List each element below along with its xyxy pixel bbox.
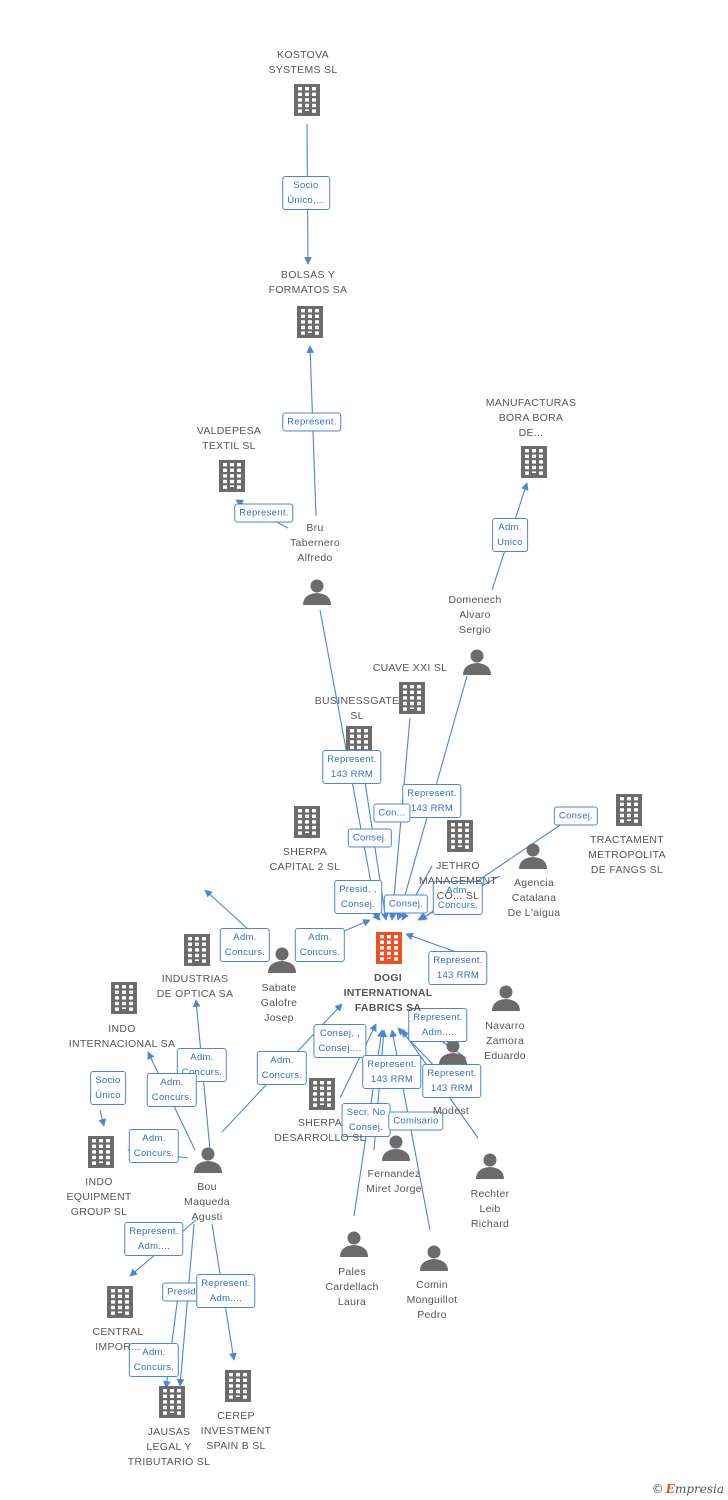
company-icon[interactable] bbox=[219, 460, 245, 492]
node-label-fernandez[interactable]: Fernandez Miret Jorge bbox=[366, 1168, 422, 1195]
company-icon[interactable] bbox=[399, 682, 425, 714]
company-icon[interactable] bbox=[447, 820, 473, 852]
edge-label[interactable]: Represent. Adm.... bbox=[408, 1008, 468, 1042]
edge-label[interactable]: Represent. Adm.... bbox=[124, 1222, 184, 1256]
person-icon[interactable] bbox=[382, 1135, 410, 1162]
edge-label[interactable]: Represent. 143 RRM bbox=[402, 784, 462, 818]
empresia-brand[interactable]: ©Empresia bbox=[652, 1482, 724, 1496]
person-icon[interactable] bbox=[463, 649, 491, 676]
company-icon[interactable] bbox=[521, 446, 547, 478]
company-icon[interactable] bbox=[297, 306, 323, 338]
node-label-modest[interactable]: Modest bbox=[432, 1105, 470, 1117]
edge-label[interactable]: Represent. 143 RRM bbox=[422, 1064, 482, 1098]
node-label-central[interactable]: CENTRAL IMPOR... bbox=[92, 1326, 144, 1353]
company-icon[interactable] bbox=[616, 794, 642, 826]
edge-label[interactable]: Represent. 143 RRM bbox=[428, 951, 488, 985]
node-label-comin[interactable]: Comin Monguillot Pedro bbox=[406, 1279, 458, 1321]
company-icon[interactable] bbox=[294, 806, 320, 838]
node-label-jethro[interactable]: JETHRO MANAGEMENT CO... SL bbox=[418, 860, 498, 902]
node-label-agencia[interactable]: Agencia Catalana De L'aigua bbox=[507, 877, 561, 919]
person-icon[interactable] bbox=[492, 985, 520, 1012]
company-icon[interactable] bbox=[88, 1136, 114, 1168]
edge-label[interactable]: Adm. Concurs. bbox=[219, 928, 271, 962]
copyright-symbol: © bbox=[651, 1482, 664, 1496]
node-label-jausas[interactable]: JAUSAS LEGAL Y TRIBUTARIO SL bbox=[127, 1426, 211, 1468]
node-label-bou[interactable]: Bou Maqueda Agusti bbox=[184, 1181, 230, 1223]
edge-label[interactable]: Represent. Adm.... bbox=[196, 1274, 256, 1308]
focus-company-icon[interactable] bbox=[376, 932, 402, 964]
node-label-valdepesa[interactable]: VALDEPESA TEXTIL SL bbox=[196, 425, 262, 452]
company-icon[interactable] bbox=[184, 934, 210, 966]
person-icon[interactable] bbox=[268, 947, 296, 974]
edge-bou-to-jausas bbox=[176, 1223, 195, 1387]
edge-label[interactable]: Consej. bbox=[553, 806, 599, 826]
node-label-bru[interactable]: Bru Tabernero Alfredo bbox=[290, 522, 340, 564]
person-icon[interactable] bbox=[519, 843, 547, 870]
nodes-layer bbox=[88, 84, 642, 1418]
node-label-tractament[interactable]: TRACTAMENT METROPOLITA DE FANGS SL bbox=[588, 834, 666, 876]
edge-label[interactable]: Represent. bbox=[234, 503, 294, 523]
company-icon[interactable] bbox=[159, 1386, 185, 1418]
edge-label[interactable]: Socio Único bbox=[90, 1071, 126, 1105]
company-icon[interactable] bbox=[111, 982, 137, 1014]
node-label-dogi[interactable]: DOGI INTERNATIONAL FABRICS SA bbox=[343, 972, 433, 1014]
edge-label[interactable]: Consej. , Consej.... bbox=[313, 1024, 367, 1058]
person-icon[interactable] bbox=[420, 1245, 448, 1272]
edge-label[interactable]: Secr. No Consej. bbox=[341, 1103, 391, 1137]
edge-label[interactable]: Comisario bbox=[388, 1111, 444, 1131]
edge-label[interactable]: Adm. Concurs. bbox=[128, 1343, 180, 1377]
node-label-pales[interactable]: Pales Cardellach Laura bbox=[325, 1266, 379, 1308]
company-icon[interactable] bbox=[294, 84, 320, 116]
edge-label[interactable]: Adm. Concurs. bbox=[256, 1051, 308, 1085]
node-label-cerep[interactable]: CEREP INVESTMENT SPAIN B SL bbox=[200, 1410, 272, 1452]
node-label-businessgate[interactable]: BUSINESSGATE SL bbox=[314, 695, 400, 722]
edge-label[interactable]: Represent. bbox=[282, 412, 342, 432]
node-label-industrias[interactable]: INDUSTRIAS DE OPTICA SA bbox=[156, 973, 234, 1000]
node-label-sabate[interactable]: Sabate Galofre Josep bbox=[260, 982, 298, 1024]
edge-label[interactable]: Adm. Concurs. bbox=[432, 881, 484, 915]
node-label-cuave[interactable]: CUAVE XXI SL bbox=[372, 662, 448, 674]
edge-label[interactable]: Consej. bbox=[383, 894, 429, 914]
edge-label[interactable]: Represent. 143 RRM bbox=[322, 750, 382, 784]
edge-sherpa_des-to-dogi bbox=[339, 1023, 377, 1099]
node-label-bolsas[interactable]: BOLSAS Y FORMATOS SA bbox=[268, 269, 348, 296]
person-icon[interactable] bbox=[439, 1039, 467, 1066]
edge-label[interactable]: Represent. 143 RRM bbox=[362, 1055, 422, 1089]
edge-label[interactable]: Con... bbox=[373, 803, 411, 823]
node-label-manufacturas[interactable]: MANUFACTURAS BORA BORA DE... bbox=[485, 397, 577, 439]
person-icon[interactable] bbox=[476, 1153, 504, 1180]
brand-initial: E bbox=[665, 1482, 675, 1496]
node-label-domenech[interactable]: Domenech Alvaro Sergio bbox=[448, 594, 502, 636]
edge-label[interactable]: Presid. , Consej. bbox=[334, 880, 382, 914]
node-label-sherpa_des[interactable]: SHERPA DESARROLLO SL bbox=[274, 1117, 366, 1144]
edge-label[interactable]: Adm. Concurs. bbox=[146, 1073, 198, 1107]
node-label-kostova[interactable]: KOSTOVA SYSTEMS SL bbox=[268, 49, 338, 76]
person-icon[interactable] bbox=[340, 1231, 368, 1258]
company-icon[interactable] bbox=[309, 1078, 335, 1110]
edge-label[interactable]: Consej. bbox=[347, 828, 393, 848]
company-icon[interactable] bbox=[107, 1286, 133, 1318]
node-label-indo_equip[interactable]: INDO EQUIPMENT GROUP SL bbox=[66, 1176, 132, 1218]
node-label-rechter[interactable]: Rechter Leib Richard bbox=[470, 1188, 510, 1230]
edge-label[interactable]: Adm. Concurs. bbox=[294, 928, 346, 962]
node-label-indo_int[interactable]: INDO INTERNACIONAL SA bbox=[68, 1023, 176, 1050]
brand-name: mpresia bbox=[674, 1482, 724, 1496]
edge-label[interactable]: Adm. Concurs. bbox=[128, 1129, 180, 1163]
edge-label[interactable]: Socio Único,... bbox=[282, 176, 330, 210]
company-icon[interactable] bbox=[225, 1370, 251, 1402]
node-label-sherpa2[interactable]: SHERPA CAPITAL 2 SL bbox=[269, 846, 341, 873]
edge-label[interactable]: Adm. Concurs. bbox=[176, 1048, 228, 1082]
person-icon[interactable] bbox=[194, 1147, 222, 1174]
edge-indo_int-to-indo_equip bbox=[98, 1109, 107, 1127]
node-label-navarro[interactable]: Navarro Zamora Eduardo bbox=[484, 1020, 526, 1062]
person-icon[interactable] bbox=[303, 579, 331, 606]
edge-label[interactable]: Adm. Unico bbox=[492, 518, 528, 552]
